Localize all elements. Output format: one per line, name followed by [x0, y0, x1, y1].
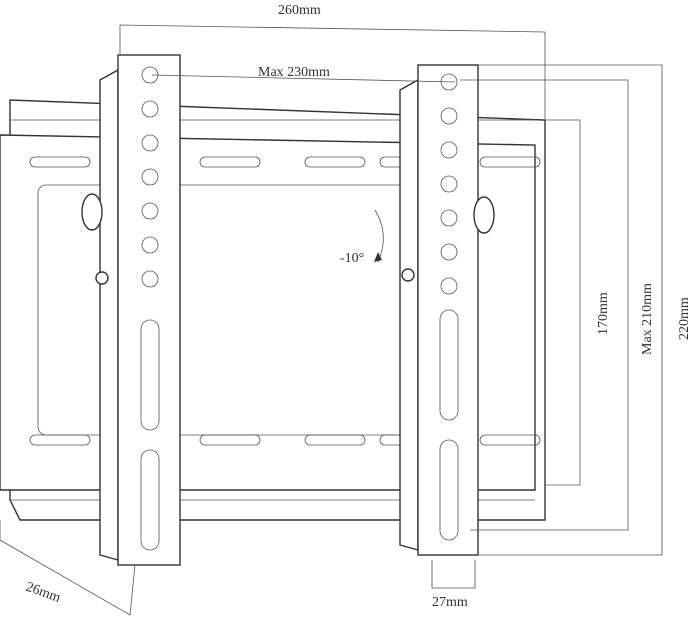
label-220mm: 220mm — [677, 297, 690, 340]
plate-slot — [304, 434, 366, 446]
plate-slot — [199, 156, 261, 168]
right-arm — [399, 64, 495, 556]
label-260mm: 260mm — [278, 3, 321, 18]
plate-slot — [199, 434, 261, 446]
mount-hole — [141, 236, 159, 254]
bolt-left — [95, 271, 109, 285]
label-170mm: 170mm — [596, 292, 611, 335]
mount-hole — [141, 100, 159, 118]
left-arm — [81, 54, 181, 566]
mount-hole — [440, 175, 458, 193]
label-26mm: 26mm — [24, 580, 63, 606]
mount-hole — [141, 168, 159, 186]
dimension-lines — [0, 24, 663, 616]
label-tilt: -10° — [340, 251, 364, 266]
knob-left — [81, 193, 103, 231]
mount-hole — [440, 209, 458, 227]
bolt-right — [401, 268, 415, 282]
mount-hole — [141, 134, 159, 152]
label-max-230mm: Max 230mm — [258, 65, 330, 80]
plate-slot — [304, 156, 366, 168]
mount-hole — [440, 277, 458, 295]
mount-hole — [141, 202, 159, 220]
plate-slot — [479, 434, 541, 446]
knob-right — [473, 196, 495, 234]
mount-hole — [440, 141, 458, 159]
plate-slot — [479, 156, 541, 168]
plate-slot — [29, 434, 91, 446]
mount-hole — [440, 107, 458, 125]
mount-hole — [440, 243, 458, 261]
label-27mm: 27mm — [432, 595, 468, 610]
label-max-210mm: Max 210mm — [640, 283, 655, 355]
plate-slot — [29, 156, 91, 168]
mount-hole — [141, 270, 159, 288]
